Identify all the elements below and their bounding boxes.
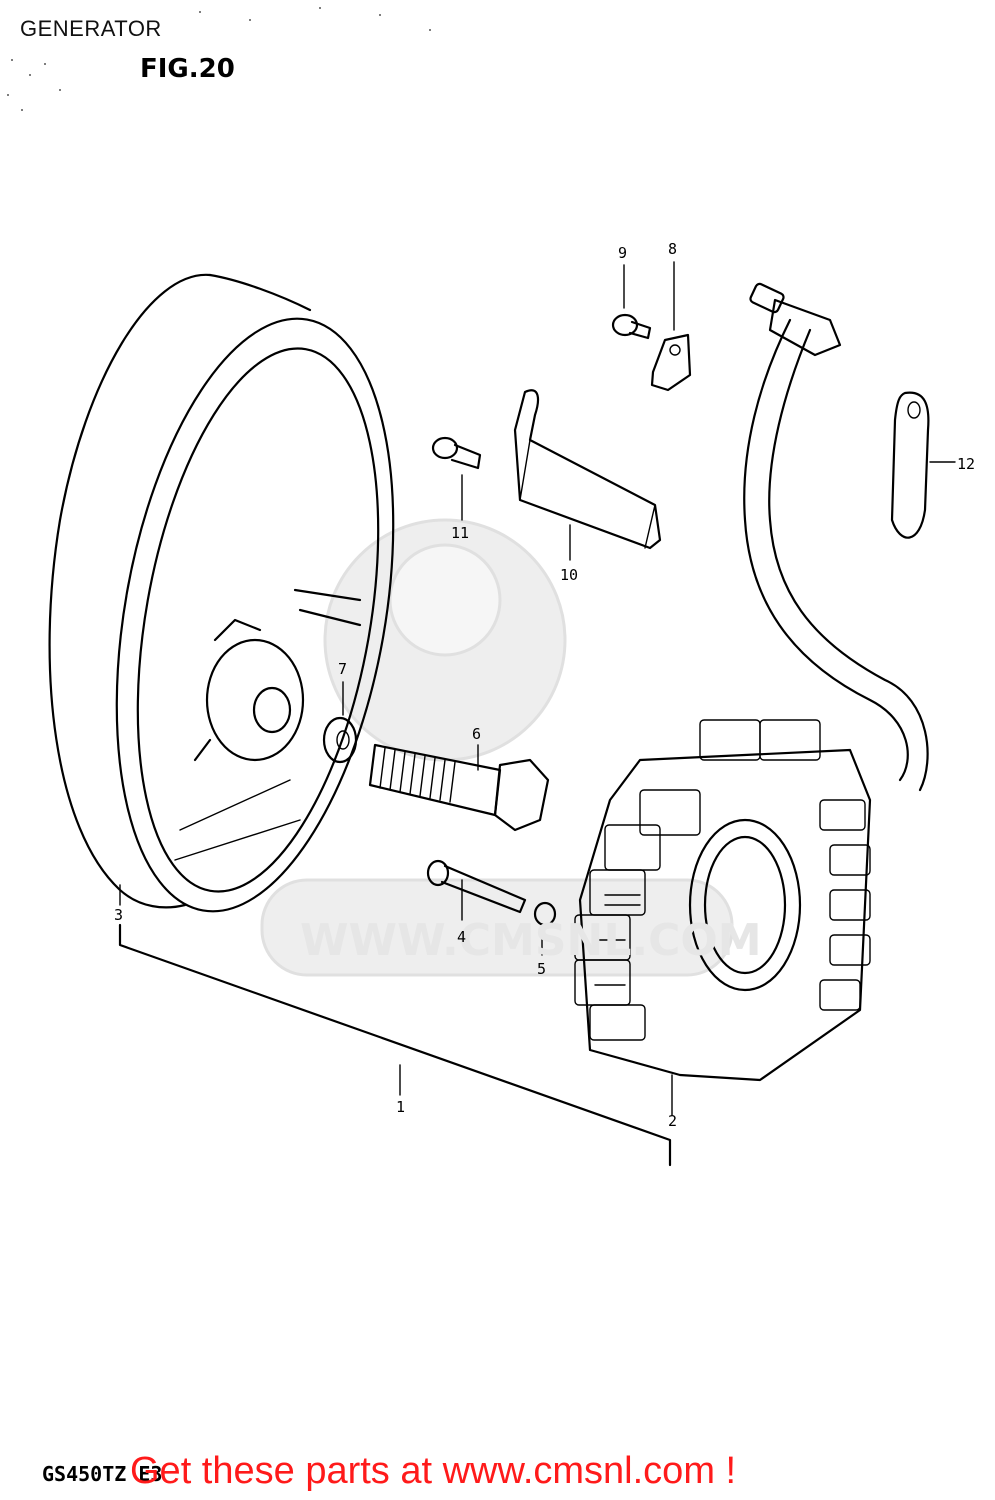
callout-7: 7 [338, 660, 348, 678]
stator-assembly [574, 719, 872, 1082]
bolt-washer [322, 681, 358, 764]
callout-2: 2 [668, 1112, 678, 1130]
model-code: GS450TZ E3 [42, 1462, 163, 1486]
callout-8: 8 [668, 240, 678, 258]
stator-screw [426, 859, 557, 956]
callout-12: 12 [957, 455, 976, 473]
flywheel-rotor [48, 273, 395, 913]
watermark-url-text: WWW.CMSNL.COM [300, 915, 762, 966]
callout-9: 9 [618, 244, 628, 262]
callout-3: 3 [114, 906, 124, 924]
callout-4: 4 [457, 928, 467, 946]
stator-lead-wire [743, 282, 929, 792]
lead-wire-clamp [890, 391, 956, 539]
section-title: GENERATOR [20, 16, 162, 41]
callout-5: 5 [537, 960, 547, 978]
cmsnl-watermark-logo [260, 518, 734, 977]
callout-11: 11 [451, 524, 470, 542]
rotor-bolt [368, 743, 550, 832]
cover-screw [431, 436, 482, 521]
callout-10: 10 [560, 566, 579, 584]
figure-label: FIG.20 [140, 54, 235, 84]
callout-6: 6 [472, 725, 482, 743]
lead-cover-plate [513, 389, 662, 561]
top-screw-and-plate [611, 261, 692, 392]
callout-1: 1 [396, 1098, 406, 1116]
assembly-bracket [118, 884, 673, 1167]
scan-noise [7, 7, 431, 111]
buy-parts-link[interactable]: Get these parts at www.cmsnl.com ! [130, 1450, 737, 1492]
